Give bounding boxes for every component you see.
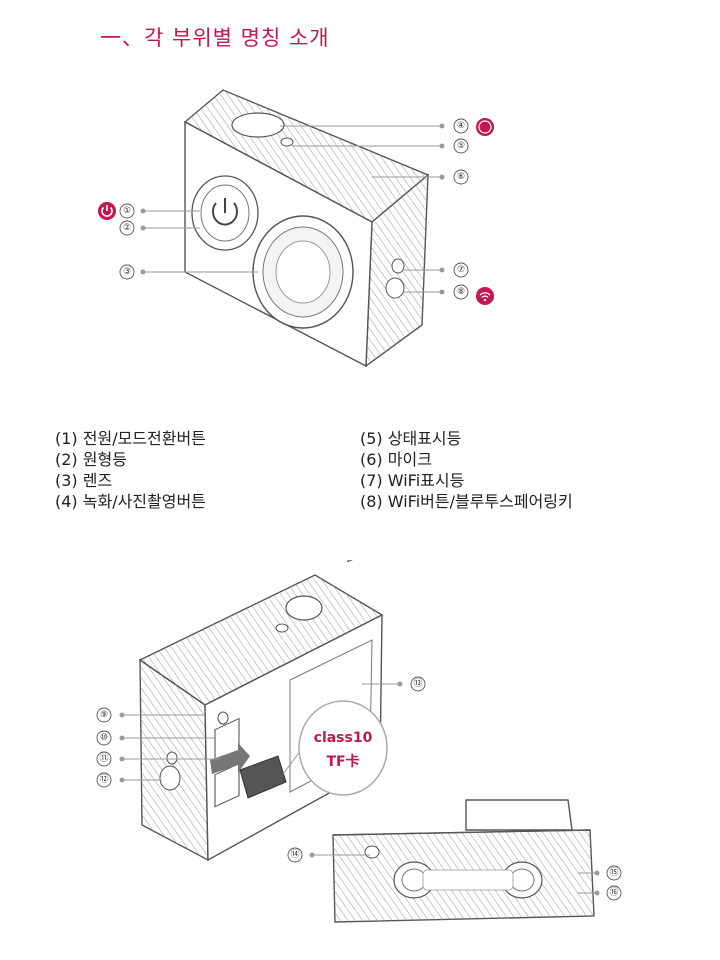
card-callout-line1: class10 (314, 730, 373, 746)
camera-front-illustration: ① ② ③ ④ ⑤ ⑥ ⑦ ⑧ (98, 89, 494, 368)
svg-text:⑩: ⑩ (100, 733, 108, 743)
svg-text:⑧: ⑧ (457, 287, 465, 297)
callout-2: ② (119, 220, 135, 236)
svg-text:⑪: ⑪ (99, 753, 108, 764)
camera-side-illustration: YI class10 TF卡 ⑨ ⑩ ⑪ ⑫ ⑬ ⑭ ⑮ ⑯ (96, 560, 622, 923)
list-item: (2) 원형등 (55, 450, 127, 469)
svg-text:⑯: ⑯ (609, 887, 618, 898)
wifi-icon (476, 287, 494, 305)
wifi-button (159, 765, 181, 791)
list-item: (7) WiFi표시등 (360, 471, 465, 490)
record-button (285, 595, 323, 621)
parts-list-right: (5) 상태표시등 (6) 마이크 (7) WiFi표시등 (8) WiFi버튼… (360, 428, 573, 512)
page-title: 一、각 부위별 명칭 소개 (100, 26, 330, 50)
callout-8: ⑧ (453, 284, 469, 300)
wifi-led (391, 258, 405, 274)
svg-text:⑤: ⑤ (457, 141, 465, 151)
svg-text:②: ② (123, 223, 131, 233)
list-item: (8) WiFi버튼/블루투스페어링키 (360, 492, 573, 511)
callout-7: ⑦ (453, 262, 469, 278)
camera-mount-top (465, 799, 573, 831)
parts-list: (1) 전원/모드전환버튼 (2) 원형등 (3) 렌즈 (4) 녹화/사진촬영… (55, 428, 675, 524)
callout-5: ⑤ (453, 138, 469, 154)
list-item: (1) 전원/모드전환버튼 (55, 429, 206, 448)
wifi-button (385, 277, 405, 299)
callout-6: ⑥ (453, 169, 469, 185)
card-slot (347, 560, 361, 563)
card-callout-bubble (298, 700, 388, 796)
svg-text:⑬: ⑬ (413, 678, 422, 689)
svg-text:⑫: ⑫ (99, 774, 108, 785)
svg-text:⑨: ⑨ (100, 710, 108, 720)
list-item: (3) 렌즈 (55, 471, 113, 490)
power-badge-icon (98, 202, 116, 220)
svg-text:④: ④ (457, 121, 465, 131)
memory-card (239, 755, 287, 799)
callout-14: ⑭ (287, 847, 303, 863)
callout-11: ⑪ (96, 751, 112, 767)
status-led (280, 137, 294, 147)
parts-list-left: (1) 전원/모드전환버튼 (2) 원형등 (3) 렌즈 (4) 녹화/사진촬영… (55, 428, 206, 512)
svg-text:①: ① (123, 206, 131, 216)
callout-13: ⑬ (410, 676, 426, 692)
svg-text:⑭: ⑭ (290, 849, 299, 860)
callout-15: ⑮ (606, 865, 622, 881)
power-icon (212, 198, 238, 226)
card-callout-line2: TF卡 (326, 753, 359, 770)
svg-text:⑥: ⑥ (457, 172, 465, 182)
svg-text:⑮: ⑮ (609, 867, 618, 878)
mic-hole (364, 845, 380, 859)
insert-arrow (210, 743, 250, 774)
callout-12: ⑫ (96, 772, 112, 788)
callout-10: ⑩ (96, 730, 112, 746)
svg-text:③: ③ (123, 267, 131, 277)
list-item: (4) 녹화/사진촬영버튼 (55, 492, 206, 511)
list-item: (6) 마이크 (360, 450, 432, 469)
callout-3: ③ (119, 264, 135, 280)
record-icon (476, 118, 494, 136)
callout-9: ⑨ (96, 707, 112, 723)
hdmi-port (214, 762, 240, 808)
callout-1: ① (119, 203, 135, 219)
callout-16: ⑯ (606, 885, 622, 901)
svg-text:⑦: ⑦ (457, 265, 465, 275)
record-button (231, 112, 285, 138)
callout-4: ④ (453, 118, 469, 134)
list-item: (5) 상태표시등 (360, 429, 462, 448)
